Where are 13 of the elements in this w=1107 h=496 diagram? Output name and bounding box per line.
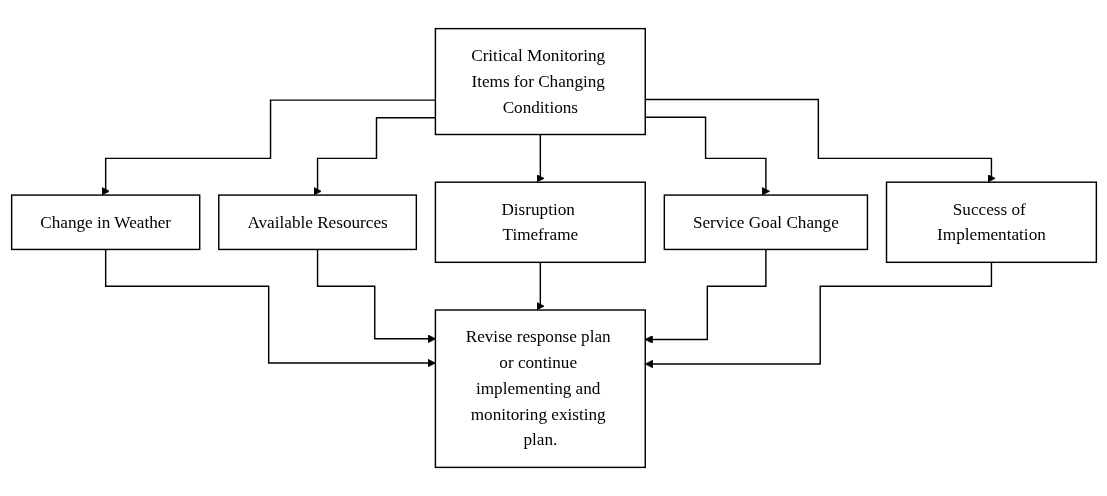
arrow bbox=[644, 98, 996, 183]
node-box: Revise response plan or continue implementing and monitoring existing plan. bbox=[434, 309, 646, 469]
node-box: Change in Weather bbox=[10, 194, 200, 251]
node-box: Success of Implementation bbox=[885, 181, 1097, 263]
arrow bbox=[644, 261, 992, 369]
arrow bbox=[535, 261, 545, 311]
node-box: Disruption Timeframe bbox=[434, 181, 646, 263]
node-box: Critical Monitoring Items for Changing Conditions bbox=[434, 27, 646, 136]
node-box: Available Resources bbox=[217, 194, 417, 251]
arrow bbox=[535, 133, 545, 183]
node-box: Service Goal Change bbox=[663, 194, 868, 251]
arrow bbox=[644, 248, 767, 344]
arrow bbox=[644, 116, 770, 196]
